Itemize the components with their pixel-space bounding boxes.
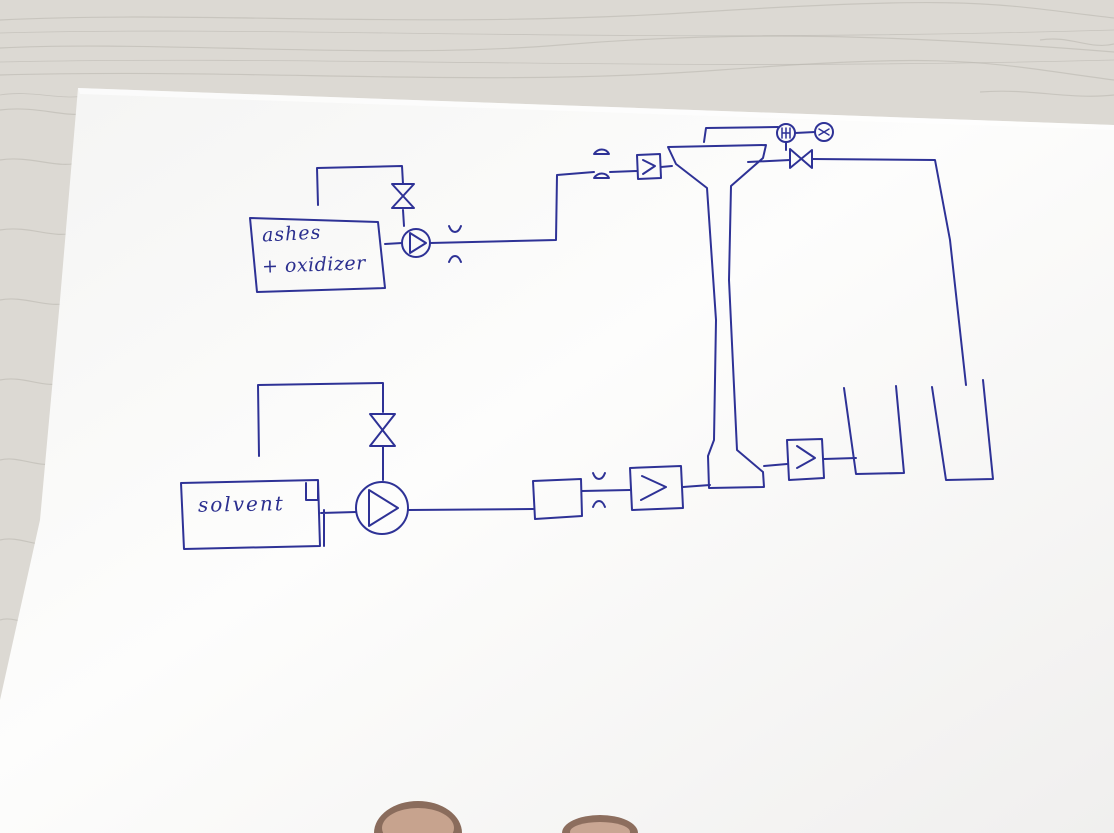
oxidizer-label: + oxidizer (261, 252, 367, 278)
solvent-heater (532, 478, 583, 520)
feed-indicator (593, 148, 610, 179)
solvent-feed-line (407, 508, 534, 511)
ashes-tank (249, 217, 386, 293)
top-outlet-line (747, 158, 967, 386)
reactor-bottom-outlet (763, 463, 788, 467)
product-cooler (786, 438, 825, 481)
solvent-recycle-line (257, 382, 384, 481)
ashes-recycle-line (316, 165, 405, 227)
solvent-heat-exchanger (629, 465, 684, 511)
ashes-label: ashes (261, 221, 322, 247)
solvent-check-valve (592, 472, 606, 508)
reactor-column (667, 144, 767, 489)
solvent-tank (180, 479, 321, 550)
solvent-recycle-valve (369, 413, 396, 447)
ashes-recycle-valve (391, 183, 415, 209)
solvent-label: solvent (197, 491, 285, 517)
collection-vessel-1 (843, 385, 905, 475)
top-heat-exchanger (636, 153, 662, 180)
top-outlet-valve (789, 148, 813, 169)
solvent-pump (355, 481, 409, 535)
collection-vessel-2 (931, 379, 994, 481)
ashes-check-valve (448, 225, 462, 263)
ashes-feed-line (429, 170, 638, 244)
